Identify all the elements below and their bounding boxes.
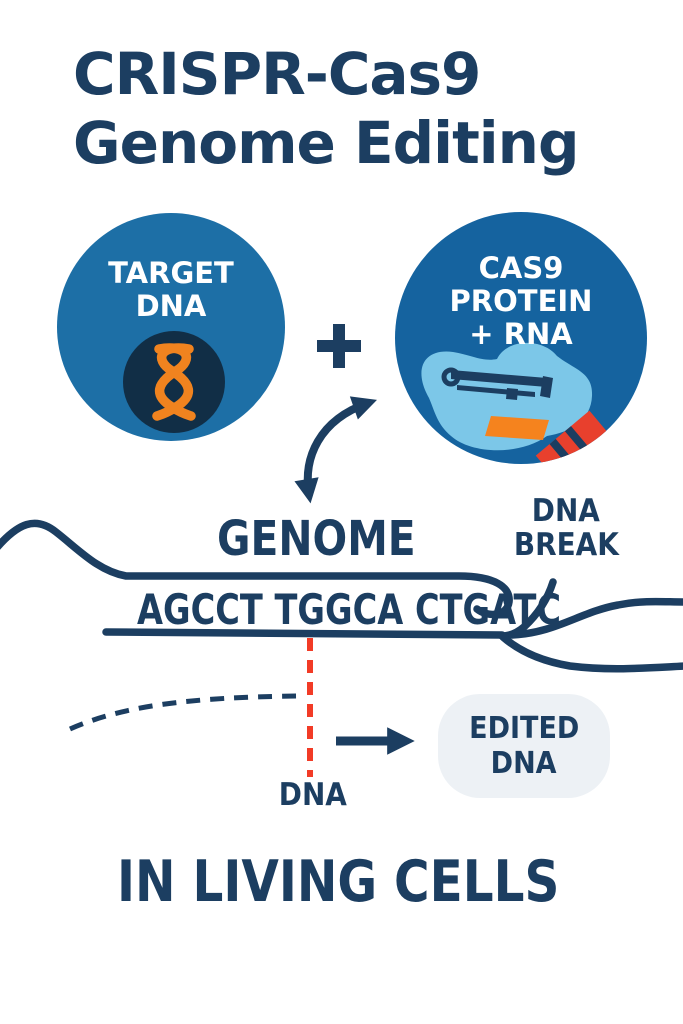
cas9-label-line2: PROTEIN xyxy=(449,284,593,318)
genome-label: GENOME xyxy=(217,511,451,567)
edited-dna-line1: EDITED xyxy=(468,711,580,746)
protein-orange-segment xyxy=(485,416,549,440)
footer-title: IN LIVING CELLS xyxy=(117,849,637,915)
dna-helix-icon xyxy=(152,343,196,421)
plus-icon xyxy=(317,324,361,368)
cas9-circle: CAS9 PROTEIN + RNA xyxy=(395,212,647,464)
cas9-label-line1: CAS9 xyxy=(478,251,564,285)
curved-arrow-icon xyxy=(294,396,377,504)
dna-break-line2: BREAK xyxy=(513,527,619,563)
edited-dna-box: EDITED DNA xyxy=(438,694,610,798)
title-line1: CRISPR-Cas9 xyxy=(73,40,481,108)
dna-break-line1: DNA xyxy=(531,493,601,529)
dna-cut-label-text: DNA xyxy=(278,777,348,813)
dna-sequence: AGCCT TGGCA CTGATC xyxy=(137,585,667,634)
genome-label-text: GENOME xyxy=(217,511,416,567)
dna-sequence-text: AGCCT TGGCA CTGATC xyxy=(137,585,562,634)
target-dna-label: TARGET DNA xyxy=(57,213,285,323)
broken-strand-bottom xyxy=(499,633,683,673)
repair-line-icon xyxy=(68,693,303,732)
target-dna-label-line2: DNA xyxy=(135,289,207,323)
target-dna-label-line1: TARGET xyxy=(108,256,234,290)
target-dna-circle: TARGET DNA xyxy=(57,213,285,441)
title-line2: Genome Editing xyxy=(73,109,579,177)
footer-title-text: IN LIVING CELLS xyxy=(117,849,560,915)
cas9-protein-icon xyxy=(421,342,608,464)
dna-break-label: DNA BREAK xyxy=(486,494,646,562)
cas9-label: CAS9 PROTEIN + RNA xyxy=(395,212,647,351)
rna-band xyxy=(535,410,608,464)
cas9-label-line3: + RNA xyxy=(469,317,573,351)
dna-cut-label: DNA xyxy=(253,777,373,813)
page-title: CRISPR-Cas9 Genome Editing xyxy=(73,40,579,178)
helix-badge xyxy=(123,331,225,433)
edited-dna-line2: DNA xyxy=(491,746,557,781)
guide-structure xyxy=(441,367,553,400)
